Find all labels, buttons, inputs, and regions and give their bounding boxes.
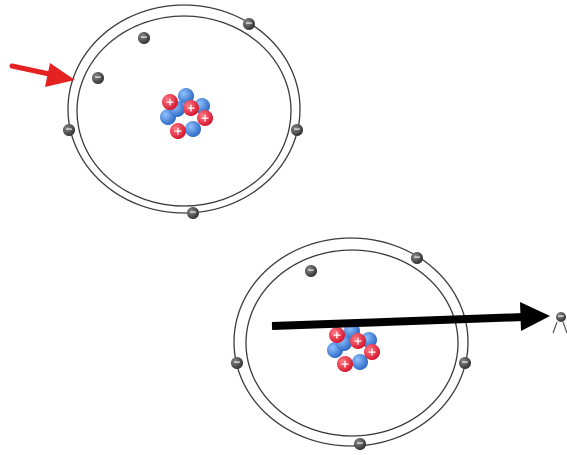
electron: − [138, 32, 150, 44]
proton: + [162, 94, 178, 110]
atom-bottom: + + + + − − − − − − [231, 237, 567, 450]
nucleus: + + + + [160, 88, 213, 139]
svg-text:−: − [65, 125, 73, 135]
nucleus: + + + + [327, 323, 380, 372]
svg-text:−: − [356, 439, 364, 449]
proton: + [183, 100, 199, 116]
electron: − [63, 124, 75, 136]
svg-text:−: − [307, 266, 315, 276]
electron: − [243, 18, 255, 30]
electron: − [411, 252, 423, 264]
svg-text:−: − [140, 33, 148, 43]
electron: − [305, 265, 317, 277]
svg-text:−: − [94, 73, 102, 83]
svg-text:+: + [353, 335, 362, 348]
atom-top: + + + + − − − − − − [9, 4, 303, 219]
proton: + [329, 327, 345, 343]
inner-shell [245, 249, 459, 437]
neutron [178, 88, 194, 104]
svg-text:+: + [173, 125, 182, 138]
outer-shell [233, 237, 469, 447]
electron: − [231, 357, 243, 369]
outer-shell [67, 4, 301, 214]
electron: − [187, 207, 199, 219]
svg-text:+: + [200, 112, 209, 125]
svg-text:−: − [189, 208, 197, 218]
svg-text:+: + [165, 96, 174, 109]
inner-shell [76, 15, 292, 207]
svg-text:−: − [245, 19, 253, 29]
electron: − [92, 72, 104, 84]
black-arrow-icon [271, 302, 550, 331]
svg-text:+: + [332, 329, 341, 342]
svg-text:+: + [186, 102, 195, 115]
svg-text:+: + [340, 358, 349, 371]
electron: − [354, 438, 366, 450]
svg-text:−: − [233, 358, 241, 368]
svg-text:−: − [413, 253, 421, 263]
proton: + [170, 123, 186, 139]
red-arrow-icon [9, 63, 75, 87]
proton: + [350, 333, 366, 349]
proton: + [364, 344, 380, 360]
svg-text:−: − [557, 312, 565, 322]
neutron [352, 354, 368, 370]
ejected-electron-icon: − [552, 312, 567, 334]
svg-text:−: − [293, 125, 301, 135]
neutron [185, 121, 201, 137]
svg-text:−: − [461, 358, 469, 368]
electron: − [291, 124, 303, 136]
electron: − [459, 357, 471, 369]
proton: + [337, 356, 353, 372]
proton: + [197, 110, 213, 126]
svg-text:+: + [367, 346, 376, 359]
